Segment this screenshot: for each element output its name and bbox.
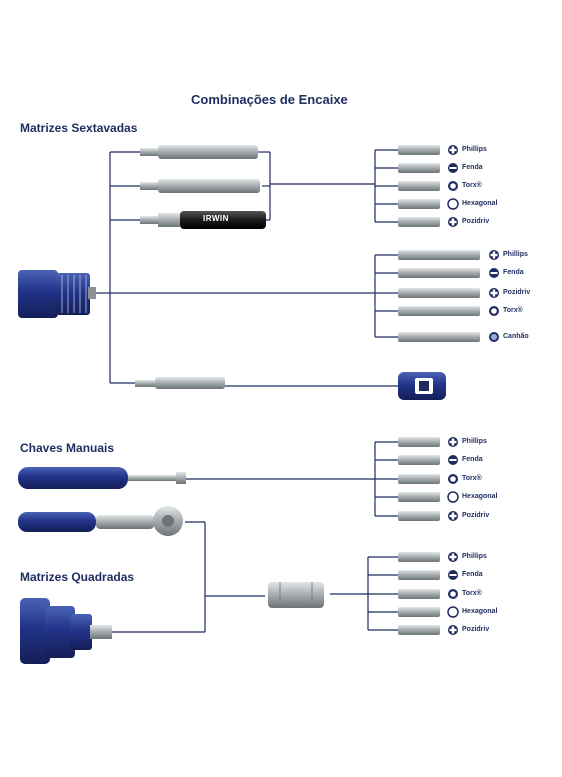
- socket-adapter-blue: [398, 372, 446, 400]
- bit-label-torx: Torx®: [462, 182, 482, 189]
- screwdriver-bit: [398, 145, 440, 155]
- bit-label-pozidriv: Pozidriv: [462, 626, 490, 633]
- screwdriver-bit: [398, 625, 440, 635]
- screwdriver-bit: [398, 474, 440, 484]
- hex-icon: [447, 491, 459, 503]
- torx-icon: [448, 589, 458, 599]
- irwin-brand-text: IRWIN: [203, 214, 229, 223]
- screwdriver-bit: [398, 437, 440, 447]
- section-title-square: Matrizes Quadradas: [20, 570, 135, 584]
- bit-label-fenda: Fenda: [462, 164, 483, 171]
- slot-icon: [489, 268, 499, 278]
- bit-label-hexagonal: Hexagonal: [462, 200, 498, 207]
- torx-icon: [489, 306, 499, 316]
- bit-label-fenda: Fenda: [462, 456, 483, 463]
- phillips-icon: [489, 250, 499, 260]
- hex-chuck-image: [18, 270, 96, 318]
- bit-label-torx: Torx®: [462, 590, 482, 597]
- screwdriver-bit: [398, 250, 480, 260]
- impact-wrench-image: [20, 598, 112, 664]
- screwdriver-bit: [398, 288, 480, 298]
- screwdriver-bit: [398, 332, 480, 342]
- screwdriver-bit: [398, 268, 480, 278]
- phillips-icon: [448, 552, 458, 562]
- bit-label-hexagonal: Hexagonal: [462, 493, 498, 500]
- screwdriver-bit: [398, 589, 440, 599]
- bit-label-pozidriv: Pozidriv: [462, 512, 490, 519]
- pozidriv-icon: [489, 288, 499, 298]
- bit-label-torx: Torx®: [462, 475, 482, 482]
- bit-label-hexagonal: Hexagonal: [462, 608, 498, 615]
- bit-label-torx: Torx®: [503, 307, 523, 314]
- screwdriver-bit: [398, 199, 440, 209]
- screwdriver-bit: [398, 181, 440, 191]
- phillips-icon: [448, 437, 458, 447]
- screwdriver-bit: [398, 552, 440, 562]
- bit-label-fenda: Fenda: [462, 571, 483, 578]
- nut-icon: [489, 332, 499, 342]
- pozidriv-icon: [448, 217, 458, 227]
- pozidriv-icon: [448, 511, 458, 521]
- screwdriver-bit: [398, 492, 440, 502]
- screwdriver-bit: [398, 163, 440, 173]
- slot-icon: [448, 163, 458, 173]
- screwdriver-bit: [398, 306, 480, 316]
- screwdriver-bit: [398, 217, 440, 227]
- bit-label-phillips: Phillips: [462, 438, 487, 445]
- phillips-icon: [448, 145, 458, 155]
- ratchet-image: [18, 506, 183, 536]
- extension-bar: [135, 377, 225, 389]
- square-adapter-image: [268, 582, 324, 608]
- hex-icon: [447, 198, 459, 210]
- bit-label-phillips: Phillips: [462, 553, 487, 560]
- bit-label-phillips: Phillips: [462, 146, 487, 153]
- section-title-manual: Chaves Manuais: [20, 441, 115, 455]
- slot-icon: [448, 455, 458, 465]
- screwdriver-bit: [398, 607, 440, 617]
- slot-icon: [448, 570, 458, 580]
- bit-label-canhao: Canhão: [503, 333, 529, 340]
- hex-icon: [447, 606, 459, 618]
- bit-holder-magnetic: [140, 179, 260, 193]
- screwdriver-bit: [398, 455, 440, 465]
- pozidriv-icon: [448, 625, 458, 635]
- diagram-title: Combinações de Encaixe: [191, 92, 348, 107]
- torx-icon: [448, 474, 458, 484]
- bit-holder-irwin: [140, 211, 266, 229]
- bit-label-pozidriv: Pozidriv: [462, 218, 490, 225]
- bit-label-phillips: Phillips: [503, 251, 528, 258]
- bit-holder-short: [140, 145, 258, 159]
- bit-label-pozidriv: Pozidriv: [503, 289, 531, 296]
- screwdriver-image: [18, 467, 186, 489]
- screwdriver-bit: [398, 570, 440, 580]
- section-title-hex: Matrizes Sextavadas: [20, 121, 138, 135]
- screwdriver-bit: [398, 511, 440, 521]
- bit-label-fenda: Fenda: [503, 269, 524, 276]
- torx-icon: [448, 181, 458, 191]
